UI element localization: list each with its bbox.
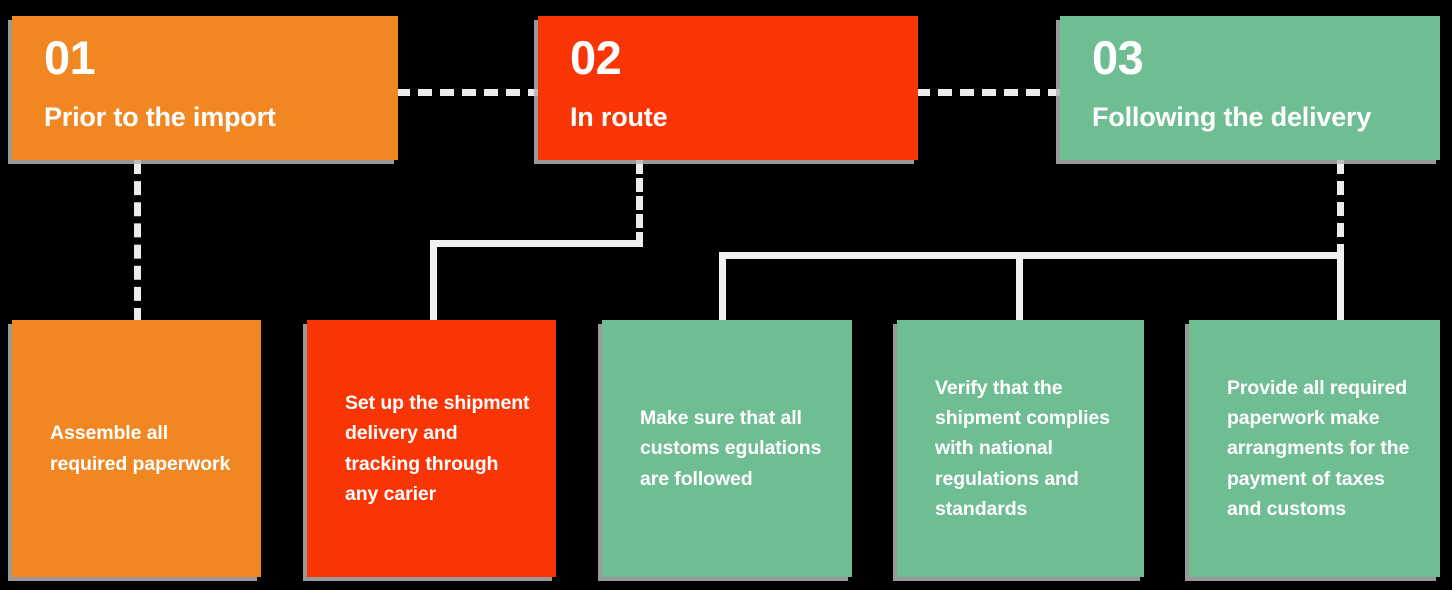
task-text-4: Verify that the shipment complies with n…	[935, 376, 1110, 520]
phase-number-03: 03	[1092, 31, 1144, 84]
phase-number-01: 01	[44, 31, 96, 84]
task-text-5: Provide all required paperwork make arra…	[1227, 376, 1410, 520]
task-card-2[interactable]: Set up the shipment delivery and trackin…	[307, 320, 556, 577]
phase-title-01: Prior to the import	[44, 102, 276, 132]
connector-phase01-to-phase02	[396, 89, 542, 96]
task-card-1[interactable]: Assemble all required paperwork	[12, 320, 261, 577]
connector-phase02-drop	[636, 160, 643, 246]
phase-title-03: Following the delivery	[1092, 102, 1372, 132]
task-card-4[interactable]: Verify that the shipment complies with n…	[897, 320, 1144, 577]
connector-phase02-to-task2	[430, 240, 437, 322]
connector-phase03-to-task3	[719, 252, 726, 322]
task-card-5[interactable]: Provide all required paperwork make arra…	[1189, 320, 1440, 577]
phase-title-02: In route	[570, 102, 668, 132]
task-text-1: Assemble all required paperwork	[50, 422, 231, 475]
connector-phase02-bus	[430, 240, 643, 247]
task-card-3[interactable]: Make sure that all customs egulations ar…	[602, 320, 852, 577]
task-text-3: Make sure that all customs egulations ar…	[640, 407, 822, 490]
connector-phase02-to-phase03	[916, 89, 1062, 96]
connector-phase03-to-task4	[1016, 252, 1023, 322]
phase-card-03[interactable]: 03 Following the delivery	[1060, 16, 1440, 160]
connector-phase03-bus	[719, 252, 1344, 259]
connector-phase03-to-task5	[1337, 252, 1344, 322]
phase-card-02[interactable]: 02 In route	[538, 16, 918, 160]
phase-card-01[interactable]: 01 Prior to the import	[12, 16, 398, 160]
connector-phase03-drop	[1337, 160, 1344, 258]
phase-number-02: 02	[570, 31, 622, 84]
task-text-2: Set up the shipment delivery and trackin…	[345, 392, 530, 505]
connector-phase01-to-task1	[134, 160, 141, 322]
